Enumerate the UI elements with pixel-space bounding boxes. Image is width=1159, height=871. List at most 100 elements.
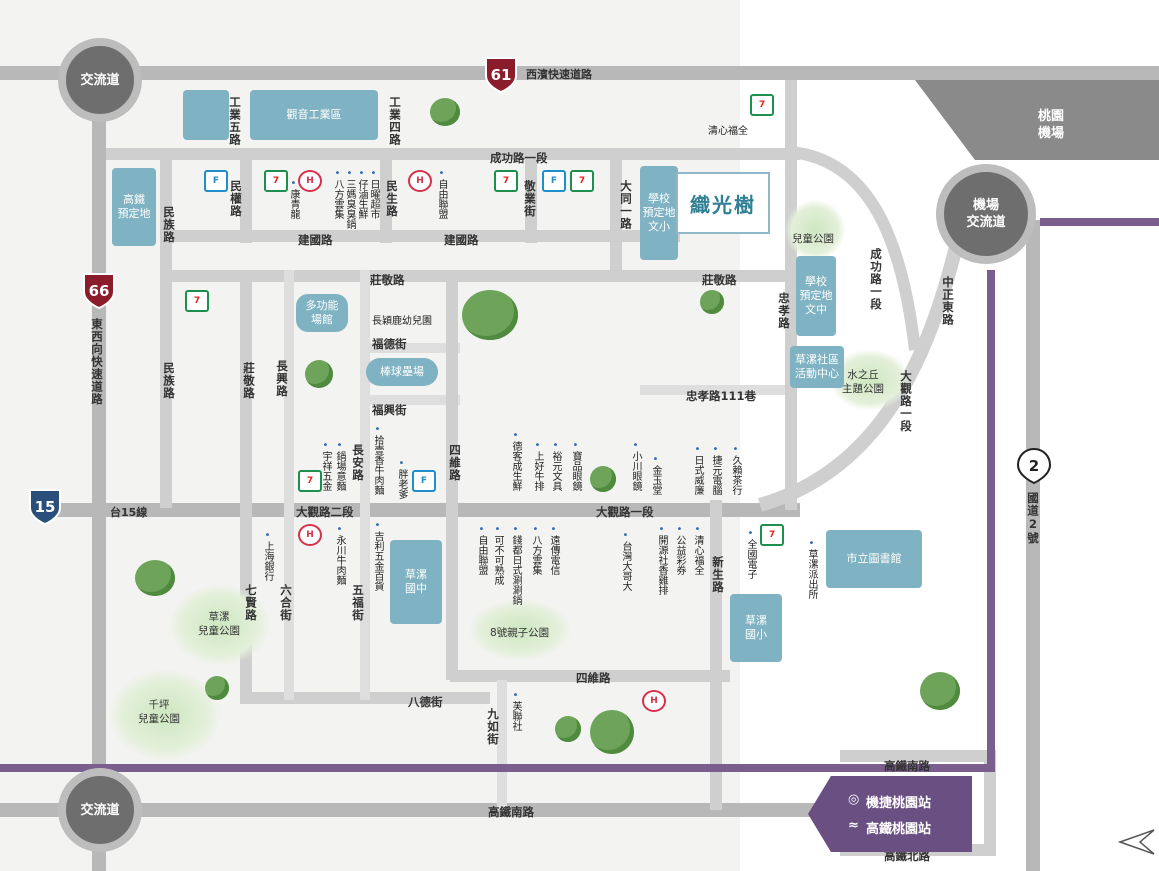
- poi-shanghao: 上好牛排: [532, 440, 543, 491]
- route-66-shield: 66: [83, 273, 115, 310]
- road-label-jianguo-2: 建國路: [444, 233, 479, 247]
- road-siwei-v: [446, 270, 458, 680]
- hilife-icon: H: [408, 170, 432, 192]
- familymart-icon: F: [204, 170, 228, 192]
- road-hsr-south: [0, 803, 820, 817]
- poi-kangqingliang: 康青龍: [288, 178, 299, 219]
- airport-interchange-label: 機場 交流道: [966, 198, 1006, 230]
- poi-shiquan: 拾壹香牛肉麵: [372, 424, 383, 495]
- road-label-chenggong-diag: 成功路一段: [869, 248, 883, 311]
- tree-icon: [135, 560, 175, 596]
- road-label-daguan-diag: 大觀路一段: [899, 370, 913, 433]
- route-15-number: 15: [35, 498, 56, 516]
- poi-fulian: 芙聯社: [510, 690, 521, 731]
- road-label-minzu-2: 民族路: [162, 362, 176, 400]
- block-caota-center: 草漯社區 活動中心: [790, 346, 844, 388]
- mrt-icon: ◎: [848, 792, 860, 807]
- poi-shanghai: 上海銀行: [262, 530, 273, 581]
- road-label-liuhe: 六合街: [279, 584, 293, 622]
- block-school-reserve-1: 學校 預定地 文小: [640, 166, 678, 260]
- poi-bafang-top: 八方雲集: [332, 168, 343, 219]
- poi-changying: 長穎鹿幼兒園: [372, 316, 432, 327]
- block-guanyin: 觀音工業區: [250, 90, 378, 140]
- route-66-label: 東西向快速道路: [90, 318, 104, 406]
- poi-rishi: 日式威廉: [692, 444, 703, 495]
- park-caota-kids: [170, 585, 270, 665]
- metro-line-v: [987, 270, 995, 770]
- block-caota-elem-label: 草漯 國小: [745, 614, 767, 641]
- road-minsheng: [380, 148, 392, 243]
- block-caota-elem: 草漯 國小: [730, 594, 782, 662]
- road-changan: [360, 270, 370, 700]
- poi-yuyuan: 裕元文具: [550, 440, 561, 491]
- poi-kebu: 可不可熟成: [492, 524, 503, 585]
- block-library-label: 市立圖書館: [846, 552, 902, 565]
- road-label-hsr-north: 高鐵北路: [884, 849, 930, 863]
- block-hsr-reserve-label: 高鐵 預定地: [117, 193, 151, 220]
- seven-eleven-icon: 7: [570, 170, 594, 192]
- road-label-daguan2: 大觀路二段: [296, 505, 354, 519]
- park-caota-kids-label: 草漯 兒童公園: [198, 611, 240, 637]
- tree-icon: [590, 710, 634, 754]
- tree-icon: [700, 290, 724, 314]
- road-label-zhuangjing-v: 莊敬路: [242, 362, 256, 400]
- hsr-icon: ≈: [848, 818, 859, 833]
- seven-eleven-icon: 7: [494, 170, 518, 192]
- poi-qingxin-bot: 清心福全: [692, 524, 703, 575]
- tree-icon: [590, 466, 616, 492]
- metro-line-h: [0, 764, 995, 772]
- block-multi-hall: 多功能 場館: [296, 294, 348, 332]
- station-box[interactable]: ◎ 機捷桃園站 ≈ 高鐵桃園站: [808, 776, 972, 852]
- block-top-left: [183, 90, 229, 140]
- block-multi-hall-label: 多功能 場館: [305, 299, 339, 326]
- poi-jinyutang: 金玉堂: [650, 454, 661, 495]
- freeway-2-number: 2: [1029, 457, 1039, 475]
- airport-interchange: 機場 交流道: [936, 164, 1036, 264]
- block-guanyin-label: 觀音工業區: [286, 108, 342, 121]
- park-shuizhiqiu-label: 水之丘 主題公園: [842, 369, 884, 395]
- poi-taiwan-da: 台灣大哥大: [620, 530, 631, 591]
- route-15-label: 台15線: [110, 506, 148, 519]
- freeway-2-label: 國道2號: [1026, 492, 1040, 545]
- poi-qingxin-top: 清心福全: [708, 126, 748, 137]
- interchange-top-left: 交流道: [58, 38, 142, 122]
- seven-eleven-icon: 7: [750, 94, 774, 116]
- road-jingye: [525, 148, 537, 243]
- block-caota-center-label: 草漯社區 活動中心: [795, 353, 839, 380]
- tree-icon: [305, 360, 333, 388]
- road-daguan: [40, 503, 800, 517]
- road-label-changxing: 長興路: [275, 360, 289, 398]
- road-minzu: [160, 148, 172, 508]
- road-xinsheng: [710, 500, 722, 810]
- road-jianguo: [160, 230, 680, 242]
- poi-gongyi: 公益彩券: [674, 524, 685, 575]
- road-label-qixian: 七賢路: [244, 584, 258, 622]
- poi-deshi: 德客成生鮮: [510, 430, 521, 491]
- road-label-jiuru: 九如街: [486, 708, 500, 746]
- poi-jiulai: 久賴茶行: [730, 444, 741, 495]
- road-label-minzu-1: 民族路: [162, 206, 176, 244]
- interchange-bottom-left-label: 交流道: [80, 802, 120, 818]
- interchange-top-left-label: 交流道: [80, 72, 120, 88]
- road-chenggong: [100, 148, 800, 160]
- park-qianping: [110, 670, 220, 760]
- park-qianping-label: 千坪 兒童公園: [138, 699, 180, 725]
- poi-qiandu: 錢都日式涮涮鍋: [510, 524, 521, 605]
- road-jiuru: [497, 680, 507, 810]
- road-fuxing: [360, 395, 460, 405]
- road-xibin: [0, 66, 1159, 80]
- road-label-minsheng: 民生路: [385, 180, 399, 218]
- road-label-wufu: 五福街: [351, 584, 365, 622]
- route-61-shield: 61: [485, 57, 517, 94]
- road-fude: [360, 343, 460, 353]
- poi-jieyuan: 捷元電腦: [710, 444, 721, 495]
- route-66-number: 66: [89, 282, 110, 300]
- tree-icon: [920, 672, 960, 710]
- block-school-reserve-2: 學校 預定地 文中: [796, 256, 836, 336]
- poi-pang: 胖老爹: [396, 458, 407, 499]
- familymart-icon: F: [542, 170, 566, 192]
- block-baseball-label: 棒球壘場: [380, 365, 424, 378]
- road-label-changan: 長安路: [351, 444, 365, 482]
- road-label-daguan1: 大觀路一段: [596, 505, 654, 519]
- road-label-gongye5: 工業五路: [228, 96, 242, 146]
